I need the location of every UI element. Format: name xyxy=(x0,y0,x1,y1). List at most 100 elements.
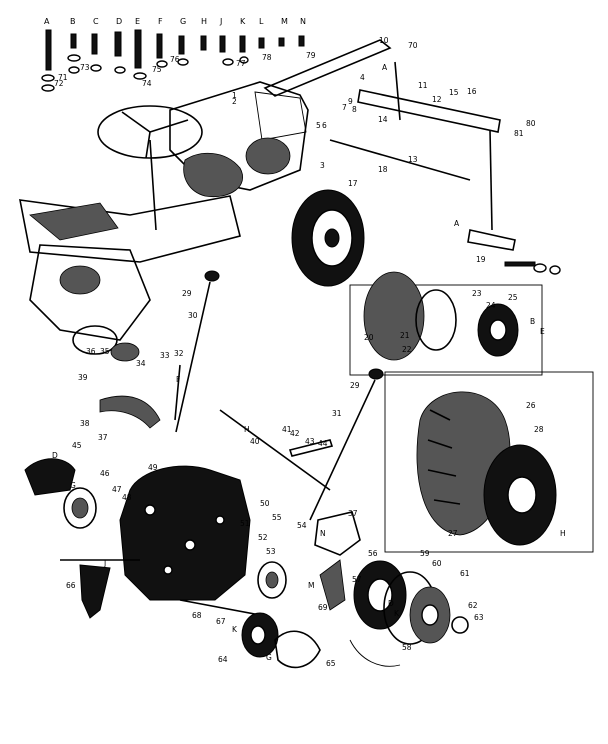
callout-c47: 47 xyxy=(112,485,122,494)
transmission xyxy=(24,458,261,619)
callout-c4: 4 xyxy=(360,73,365,82)
letter-tag-tD2: D xyxy=(388,599,394,608)
cone-37 xyxy=(314,511,361,556)
callout-c51: 51 xyxy=(240,519,250,528)
callout-c61: 61 xyxy=(460,569,470,578)
drag-link xyxy=(263,39,392,97)
bolt-c xyxy=(91,33,98,55)
hardware-bolts xyxy=(41,29,305,92)
hardware-header-l: L xyxy=(259,17,264,26)
callout-c32: 32 xyxy=(174,349,184,358)
washer-d xyxy=(114,66,126,74)
tractor-body xyxy=(19,81,309,362)
bolt-n xyxy=(298,35,305,47)
callout-c15: 15 xyxy=(449,88,459,97)
grille xyxy=(254,91,307,141)
callout-c41: 41 xyxy=(282,425,292,434)
callout-c72: 72 xyxy=(54,79,64,88)
letter-tag-tA1: A xyxy=(382,63,388,72)
bolt-f xyxy=(156,33,163,59)
bolt-j xyxy=(219,35,226,53)
front-tire-exploded xyxy=(363,271,425,361)
hardware-header-c: C xyxy=(93,17,99,26)
callout-c6: 6 xyxy=(322,121,327,130)
callout-c54: 54 xyxy=(297,521,307,530)
callout-c67: 67 xyxy=(216,617,226,626)
callout-c57: 57 xyxy=(352,575,362,584)
bolt-b xyxy=(70,33,77,49)
callout-c80: 80 xyxy=(526,119,536,128)
hardware-header-h: H xyxy=(201,17,207,26)
seat xyxy=(29,202,119,241)
bracket-66 xyxy=(79,564,111,619)
callout-c73: 73 xyxy=(80,63,90,72)
callout-c37b: 37 xyxy=(348,509,358,518)
hardware-header-k: K xyxy=(240,17,246,26)
callout-c40: 40 xyxy=(250,437,260,446)
rod-40 xyxy=(219,409,331,491)
washer-a xyxy=(41,74,55,82)
hardware-header-e: E xyxy=(135,17,140,26)
callout-c46: 46 xyxy=(100,469,110,478)
callout-c56: 56 xyxy=(368,549,378,558)
callout-c31: 31 xyxy=(332,409,342,418)
callout-c60: 60 xyxy=(432,559,442,568)
callout-c68: 68 xyxy=(192,611,202,620)
pulley-53 xyxy=(257,561,287,599)
bolt-a xyxy=(45,29,52,71)
bolt-g xyxy=(178,35,185,55)
callout-c29b: 29 xyxy=(350,381,360,390)
washer-c xyxy=(90,64,102,72)
callout-c28: 28 xyxy=(534,425,544,434)
letter-tag-tH2: H xyxy=(560,529,566,538)
callout-c26: 26 xyxy=(526,401,536,410)
callout-c10: 10 xyxy=(379,36,389,45)
callout-c58: 58 xyxy=(402,643,412,652)
steering-column xyxy=(149,139,157,231)
callout-c44: 44 xyxy=(318,439,328,448)
callout-c69: 69 xyxy=(318,603,328,612)
callout-c63: 63 xyxy=(474,613,484,622)
callout-c30: 30 xyxy=(188,311,198,320)
washer-e xyxy=(133,72,147,80)
bolt-d xyxy=(114,31,122,57)
callout-c19: 19 xyxy=(476,255,486,264)
callout-c35: 35 xyxy=(100,347,110,356)
callout-c38: 38 xyxy=(80,419,90,428)
callout-c48: 48 xyxy=(122,493,132,502)
front-axle xyxy=(263,39,561,275)
callout-c49: 49 xyxy=(148,463,158,472)
callout-c53: 53 xyxy=(266,547,276,556)
callout-c20: 20 xyxy=(364,333,374,342)
rod-31 xyxy=(309,379,376,521)
frame xyxy=(19,195,241,263)
callout-c33: 33 xyxy=(160,351,170,360)
hardware-header-j: J xyxy=(219,17,222,26)
letter-tag-tE1: E xyxy=(540,327,545,336)
bolt-h xyxy=(200,35,207,51)
callout-c5: 5 xyxy=(316,121,321,130)
bolt-l xyxy=(258,37,265,49)
bearing-46 xyxy=(63,487,97,529)
hardware-header-b: B xyxy=(70,17,76,26)
callout-c62: 62 xyxy=(468,601,478,610)
callout-c22: 22 xyxy=(402,345,412,354)
callout-c25: 25 xyxy=(508,293,518,302)
washer-g xyxy=(177,58,189,66)
callout-c52: 52 xyxy=(258,533,268,542)
washer-k xyxy=(239,56,249,64)
callout-c27: 27 xyxy=(448,529,458,538)
hood xyxy=(169,81,309,191)
washer-b2 xyxy=(68,66,80,74)
callout-c50: 50 xyxy=(260,499,270,508)
letter-tag-tH1: H xyxy=(244,425,250,434)
rear-housing xyxy=(29,244,151,341)
flange-65 xyxy=(274,630,321,669)
callout-c55: 55 xyxy=(272,513,282,522)
letter-tag-tG1: G xyxy=(70,481,76,490)
callout-c43: 43 xyxy=(305,437,315,446)
callout-c39: 39 xyxy=(78,373,88,382)
